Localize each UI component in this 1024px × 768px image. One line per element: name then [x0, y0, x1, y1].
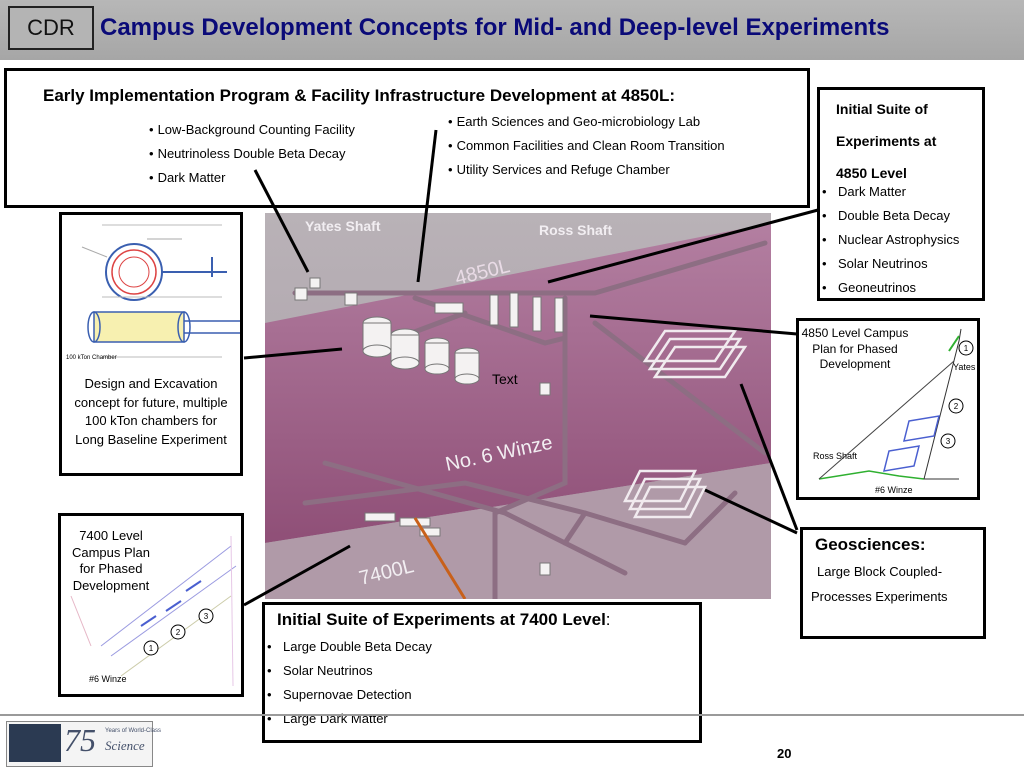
design-caption: Design and Excavation concept for future…	[74, 376, 228, 447]
list-item: Solar Neutrinos	[820, 252, 959, 276]
suite-4850-list: Dark Matter Double Beta Decay Nuclear As…	[820, 180, 959, 300]
early-implementation-heading: Early Implementation Program & Facility …	[43, 86, 676, 105]
plan-7400-title: 7400 Level Campus Plan for Phased Develo…	[71, 528, 151, 593]
list-item: Large Dark Matter	[265, 707, 432, 731]
list-item: Utility Services and Refuge Chamber	[448, 158, 725, 182]
plan-7400-box: 7400 Level Campus Plan for Phased Develo…	[58, 513, 244, 697]
plan-4850-marker-2: 2	[954, 402, 959, 411]
suite-7400-list: Large Double Beta Decay Solar Neutrinos …	[265, 635, 432, 731]
list-item: Common Facilities and Clean Room Transit…	[448, 134, 725, 158]
list-item: Geoneutrinos	[820, 276, 959, 300]
header-bar	[0, 0, 1024, 60]
list-item: Solar Neutrinos	[265, 659, 432, 683]
footer-rule	[0, 714, 1024, 716]
early-implementation-box: Early Implementation Program & Facility …	[4, 68, 810, 208]
plan-4850-drawing: Yates Shaft Ross Shaft #6 Winze 1 2 3	[813, 328, 977, 495]
suite-4850-heading: Initial Suite of Experiments at 4850 Lev…	[836, 101, 937, 181]
chamber-design-drawing: 100 kTon Chamber	[66, 224, 240, 361]
early-list-left: Low-Background Counting Facility Neutrin…	[149, 118, 355, 190]
page-number: 20	[777, 746, 792, 761]
ross-shaft-label: Ross Shaft	[539, 222, 612, 238]
list-item: Nuclear Astrophysics	[820, 228, 959, 252]
page-title: Campus Development Concepts for Mid- and…	[100, 14, 890, 41]
plan-4850-title: 4850 Level Campus Plan for Phased Develo…	[801, 326, 909, 371]
plan-7400-marker-3: 3	[204, 612, 209, 621]
list-item: Neutrinoless Double Beta Decay	[149, 142, 355, 166]
geosciences-line-2: Processes Experiments	[811, 589, 948, 604]
plan-7400-drawing: 3 2 1 #6 Winze	[70, 535, 237, 687]
plan-4850-yates-label: Yates Shaft	[953, 362, 977, 372]
list-item: Supernovae Detection	[265, 683, 432, 707]
logo-number: 75	[64, 722, 96, 758]
geosciences-heading: Geosciences:	[815, 535, 926, 554]
footer-logo: 75 Years of World-Class Science	[6, 721, 161, 767]
text-placeholder: Text	[492, 371, 518, 387]
plan-4850-ross-label: Ross Shaft	[813, 451, 858, 461]
list-item: Earth Sciences and Geo-microbiology Lab	[448, 110, 725, 134]
early-list-right: Earth Sciences and Geo-microbiology Lab …	[448, 110, 725, 182]
plan-4850-marker-1: 1	[964, 344, 969, 353]
logo-tagline: Years of World-Class	[105, 728, 162, 734]
plan-7400-marker-2: 2	[176, 628, 181, 637]
list-item: Large Double Beta Decay	[265, 635, 432, 659]
campus-render: Yates Shaft Ross Shaft 4850L No. 6 Winze…	[265, 213, 771, 599]
plan-4850-winze-label: #6 Winze	[875, 485, 913, 495]
list-item: Low-Background Counting Facility	[149, 118, 355, 142]
suite-7400-heading: Initial Suite of Experiments at 7400 Lev…	[277, 610, 611, 629]
cdr-badge: CDR	[8, 6, 94, 50]
building-icon	[9, 724, 61, 762]
list-item: Dark Matter	[820, 180, 959, 204]
geosciences-box: Geosciences: Large Block Coupled- Proces…	[800, 527, 986, 639]
suite-4850-box: Initial Suite of Experiments at 4850 Lev…	[817, 87, 985, 301]
list-item: Dark Matter	[149, 166, 355, 190]
plan-7400-winze-label: #6 Winze	[89, 674, 127, 684]
design-excavation-box: 100 kTon Chamber Design and Excavation c…	[59, 212, 243, 476]
plan-4850-marker-3: 3	[946, 437, 951, 446]
yates-shaft-label: Yates Shaft	[305, 218, 381, 234]
chamber-label: 100 kTon Chamber	[66, 355, 117, 361]
geosciences-line-1: Large Block Coupled-	[817, 564, 943, 579]
plan-7400-marker-1: 1	[149, 644, 154, 653]
logo-word: Science	[105, 738, 145, 753]
list-item: Double Beta Decay	[820, 204, 959, 228]
plan-4850-box: 4850 Level Campus Plan for Phased Develo…	[796, 318, 980, 500]
suite-7400-box: Initial Suite of Experiments at 7400 Lev…	[262, 602, 702, 743]
